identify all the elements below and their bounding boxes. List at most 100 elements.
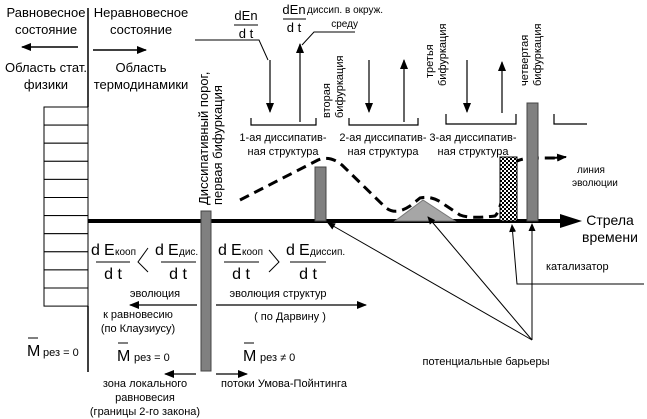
catalyst-label: катализатор (546, 261, 609, 273)
stat-physics-line1: Область стат. (5, 60, 87, 75)
bifurcation-4-line1: четвертая (519, 35, 531, 86)
den-dt-formula-1: dEn d t (234, 8, 258, 41)
equilibrium-header: Равновесное состояние Область стат. физи… (5, 5, 87, 92)
left-inequality: d E кооп d t d E дис. d t (91, 242, 198, 283)
stack-cell (43, 287, 89, 307)
less-than-sign (137, 247, 149, 273)
stack-cell (43, 269, 89, 289)
greater-than-sign (268, 249, 280, 273)
bracket-3 (445, 114, 517, 125)
bracket-2 (348, 118, 419, 126)
structure-labels: 1-ая диссипатив- ная структура 2-ая дисс… (239, 132, 516, 158)
bifurcation-2-line1: вторая (321, 83, 333, 118)
m-res-text: рез = 0 (134, 352, 170, 364)
evolution-line-label-2: эволюции (572, 178, 618, 189)
dissipation-note-line1: диссип. в окруж. (307, 5, 383, 16)
equilibrium-state-line1: Равновесное (7, 5, 86, 20)
den-dt-formula-2: dEn d t диссип. в окруж. среду (282, 2, 383, 35)
time-arrow-label-line2: времени (582, 229, 638, 245)
nonequilibrium-state-line2: состояние (110, 22, 172, 37)
thermodynamics-line1: Область (115, 60, 166, 75)
bifurcation-4-line2: бифуркация (532, 24, 544, 86)
m-res-outer: M рез = 0 (27, 337, 79, 360)
evolution-line-label-1: линия (577, 165, 605, 176)
m-res-nonzero: M рез ≠ 0 (243, 342, 295, 365)
dissipation-note-line2: среду (331, 19, 358, 30)
left-ineq-d2: d (155, 242, 164, 259)
second-bifurcation-bar (314, 166, 327, 222)
right-ineq-sub1: кооп (242, 247, 263, 258)
structure-1-line2: ная структура (248, 146, 320, 158)
right-ineq-den2: d t (299, 266, 317, 283)
bracket-4 (553, 114, 587, 125)
stat-physics-line2: физики (24, 77, 68, 92)
local-zone-line2: равновесия (115, 392, 175, 404)
left-ineq-den1: d t (104, 266, 122, 283)
barrier-pointers (327, 216, 536, 341)
formula-numerator: dEn (282, 2, 305, 17)
bracket-1 (250, 118, 317, 126)
m-res-text: рез = 0 (43, 347, 79, 359)
equilibrium-state-line2: состояние (15, 22, 77, 37)
left-ineq-E2: E (168, 242, 179, 259)
clausius-label: (по Клаузиусу) (101, 323, 175, 335)
right-ineq-sub2: диссип. (310, 247, 345, 258)
to-equilibrium-label: к равновесию (103, 309, 173, 321)
right-ineq-d1: d (218, 242, 227, 259)
equilibrium-stack (43, 106, 89, 307)
right-ineq-d2: d (286, 242, 295, 259)
first-bifurcation-bar (200, 210, 212, 372)
stack-cell (43, 106, 89, 126)
bifurcation-labels: Диссипативный порог, первая бифуркация в… (196, 24, 544, 205)
left-ineq-sub2: дис. (179, 247, 198, 258)
stack-cell (43, 142, 89, 162)
thermodynamics-line2: термодинамики (94, 77, 189, 92)
right-inequality: d E кооп d t d E диссип. d t (218, 242, 345, 283)
potential-barrier-triangle (393, 199, 457, 222)
fourth-bifurcation-bar (526, 102, 539, 222)
structure-brackets (250, 114, 587, 126)
nonequilibrium-header: Неравновесное состояние Область термодин… (93, 5, 188, 92)
m-res-text: рез ≠ 0 (260, 352, 295, 364)
left-ineq-E1: E (104, 242, 115, 259)
m-symbol: M (117, 348, 130, 365)
evolution-line-arrowhead (551, 153, 567, 162)
right-ineq-E1: E (231, 242, 242, 259)
evolution-to-equilibrium-label: эволюция (130, 288, 180, 300)
m-symbol: M (27, 343, 40, 360)
m-symbol: M (243, 348, 256, 365)
structure-2-line2: ная структура (348, 146, 420, 158)
local-zone-line3: (границы 2-го закона) (90, 406, 200, 418)
stack-cell (43, 251, 89, 271)
local-zone-line1: зона локального (103, 378, 187, 390)
stack-cell (43, 233, 89, 253)
formula-2-leader (301, 31, 355, 46)
structure-3-line2: ная структура (438, 146, 510, 158)
formula-1-leader (195, 39, 269, 61)
right-ineq-E2: E (299, 242, 310, 259)
formula-denominator: d t (239, 26, 254, 41)
structure-3-line1: 3-ая диссипатив- (429, 132, 516, 144)
stack-cell (43, 215, 89, 235)
right-ineq-den1: d t (232, 266, 250, 283)
nonequilibrium-state-line1: Неравновесное (94, 5, 189, 20)
left-ineq-den2: d t (169, 266, 187, 283)
bifurcation-3-line1: третья (424, 44, 436, 78)
bifurcation-1-line2: первая бифуркация (210, 85, 225, 205)
m-res-inner: M рез = 0 (117, 342, 170, 365)
stack-cell (43, 197, 89, 217)
catalyst-pointer (509, 224, 644, 285)
darwin-label: ( по Дарвину ) (254, 311, 326, 323)
structure-1-line1: 1-ая диссипатив- (239, 132, 326, 144)
potential-barriers-label: потенциальные барьеры (423, 356, 550, 368)
formula-denominator: d t (287, 20, 302, 35)
stack-cell (43, 160, 89, 180)
structure-2-line1: 2-ая диссипатив- (339, 132, 426, 144)
catalyst-bar (499, 156, 518, 222)
bifurcation-1-line1: Диссипативный порог, (196, 72, 211, 205)
left-ineq-sub1: кооп (115, 247, 136, 258)
stack-cell (43, 124, 89, 144)
umov-poynting-label: потоки Умова-Пойнтинга (221, 378, 348, 390)
formula-numerator: dEn (234, 8, 257, 23)
